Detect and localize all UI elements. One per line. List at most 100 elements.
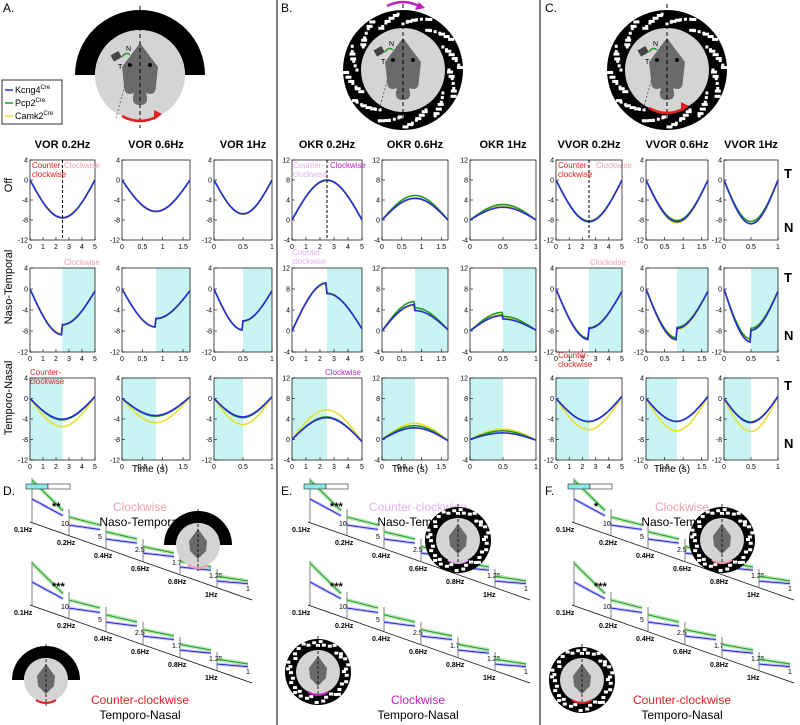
kcng4-summary-trace	[309, 581, 342, 600]
drum-pattern	[397, 116, 401, 120]
series-trace	[469, 428, 537, 441]
y-tick-label: 4	[376, 198, 380, 205]
x-tick-label: 1	[270, 356, 274, 363]
y-tick-label: -4	[462, 238, 468, 245]
y-tick-label: 12	[372, 376, 380, 383]
drum-pattern	[428, 533, 433, 537]
x-tick-label: 4	[607, 464, 611, 471]
series-trace	[291, 408, 363, 442]
x-tick-label: 0	[380, 244, 384, 251]
y-tick-label: 0	[286, 437, 290, 444]
y-tick-label: 8	[464, 287, 468, 294]
drum-pattern	[350, 57, 357, 61]
series-trace	[291, 281, 363, 332]
drum-pattern	[384, 21, 388, 25]
drum-pattern	[437, 557, 442, 561]
stimulus-shading	[62, 268, 95, 352]
x-tick-label: 0	[468, 356, 472, 363]
summary-plane-bottom: Temporo-Nasal	[641, 708, 722, 722]
drum-pattern	[452, 86, 456, 90]
drum-pattern	[364, 31, 368, 35]
drum-pattern	[288, 665, 293, 669]
series-trace	[469, 203, 537, 221]
drum-pattern	[378, 108, 382, 112]
drum-pattern	[714, 89, 721, 93]
frequency-summary: 0.1Hz100.2Hz50.4Hz2.50.6Hz1.70.8Hz1.251H…	[12, 478, 795, 722]
drum-pattern	[425, 28, 432, 32]
direction-annotation: Counter-	[30, 368, 61, 377]
x-tick-label: 0.5	[498, 356, 508, 363]
y-tick-label: -8	[114, 218, 120, 225]
drum-pattern	[318, 640, 323, 644]
drum-pattern	[360, 103, 364, 107]
series-trace	[121, 396, 191, 424]
drum-pattern	[600, 700, 605, 704]
frequency-label: 1Hz	[747, 592, 760, 599]
y-tick-label: 4	[640, 158, 644, 165]
drum-pattern	[725, 511, 730, 515]
staircase: 0.1Hz100.2Hz50.4Hz2.50.6Hz1.70.8Hz1.251H…	[556, 561, 795, 684]
drum-pattern	[484, 541, 489, 545]
period-tick: 1.25	[209, 656, 223, 663]
drum-pattern	[426, 528, 431, 532]
drum-pattern	[625, 38, 632, 42]
x-tick-label: 3	[594, 464, 598, 471]
y-tick-label: 0	[464, 329, 468, 336]
mouse-eye	[128, 63, 132, 67]
drum-pattern	[705, 510, 710, 514]
drum-pattern	[700, 515, 705, 519]
period-tick: 1	[788, 586, 792, 593]
y-tick-label: -4	[462, 458, 468, 465]
drum-pattern	[286, 667, 291, 671]
x-tick-label: 5	[360, 244, 364, 251]
x-tick-label: 0.5	[746, 464, 756, 471]
kcng4-summary-trace	[105, 621, 138, 627]
x-tick-label: 1	[420, 464, 424, 471]
drum-pattern	[553, 679, 558, 683]
y-tick-label: -4	[22, 417, 28, 424]
drum-pattern	[721, 63, 725, 67]
drum-pattern	[661, 116, 665, 120]
y-tick-label: 0	[550, 178, 554, 185]
series-trace	[555, 395, 623, 423]
significance-stars: ***	[594, 581, 608, 593]
direction-annotation: Counter-	[558, 161, 589, 170]
drum-pattern	[718, 59, 722, 63]
drum-pattern	[573, 703, 578, 707]
drum-pattern	[289, 671, 294, 675]
kcng4-summary-trace	[346, 607, 379, 613]
frequency-label: 0.8Hz	[446, 662, 465, 669]
x-tick-label: 3	[594, 356, 598, 363]
rotation-arrowhead	[154, 110, 162, 120]
y-tick-label: 8	[464, 178, 468, 185]
drum-pattern	[332, 643, 337, 647]
drum-pattern	[625, 45, 629, 49]
series-trace	[723, 288, 779, 344]
pcp2-summary-trace	[105, 614, 138, 623]
drum-pattern	[683, 17, 687, 21]
drum-pattern	[456, 66, 463, 70]
drum-pattern	[388, 16, 395, 20]
drum-pattern	[711, 68, 715, 72]
y-tick-label: 8	[376, 396, 380, 403]
y-tick-label: -4	[374, 350, 380, 357]
drum-pattern	[748, 541, 753, 545]
drum-pattern	[641, 119, 645, 123]
pcp2-summary-trace	[494, 658, 527, 665]
summary-plane-bottom: Temporo-Nasal	[99, 708, 180, 722]
column-title: OKR 1Hz	[479, 139, 527, 151]
x-tick-label: 4	[346, 244, 350, 251]
x-tick-label: 0	[120, 464, 124, 471]
drum-pattern	[714, 77, 718, 81]
drum-pattern	[607, 665, 612, 669]
series-trace	[381, 197, 449, 221]
drum-pattern	[560, 655, 565, 659]
drum-pattern	[384, 119, 391, 123]
y-tick-label: -4	[548, 308, 554, 315]
y-tick-label: -4	[548, 417, 554, 424]
drum-pattern	[321, 643, 326, 647]
drum-pattern	[401, 22, 405, 26]
kcng4-summary-trace	[758, 580, 791, 585]
series-trace	[645, 395, 709, 432]
